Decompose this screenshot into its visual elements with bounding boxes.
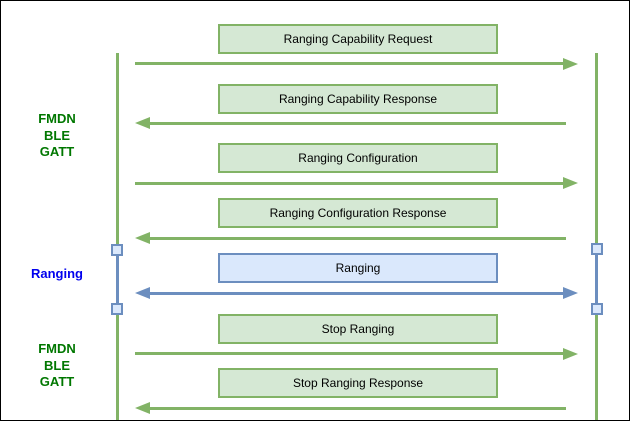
arrowhead-left-icon — [135, 402, 150, 414]
lifeline-left — [116, 53, 119, 420]
arrowhead-right-icon — [563, 287, 578, 299]
phase-label-line: GATT — [39, 374, 75, 389]
message-arrow — [135, 117, 578, 129]
arrowhead-left-icon — [135, 117, 150, 129]
lifeline-right — [595, 53, 598, 420]
phase-label-line: BLE — [44, 127, 70, 143]
ranging-activation-right — [595, 250, 598, 309]
arrow-line — [149, 121, 566, 125]
ranging-activation-left — [116, 250, 119, 309]
phase-label-ranging: Ranging — [11, 266, 103, 283]
anchor-handle — [111, 303, 123, 315]
message-arrow — [135, 347, 578, 360]
anchor-handle — [591, 303, 603, 315]
arrow-line — [135, 181, 564, 185]
message-box: Ranging Configuration Response — [218, 198, 498, 228]
arrow-line — [149, 236, 566, 240]
phase-label-line: FMDN — [38, 341, 76, 356]
arrow-line — [135, 352, 564, 355]
message-arrow — [135, 57, 578, 70]
message-arrow — [135, 177, 578, 189]
phase-label-line: Ranging — [31, 266, 83, 281]
message-box: Stop Ranging — [218, 314, 498, 344]
phase-label-line: BLE — [44, 357, 70, 373]
message-arrow — [135, 232, 578, 244]
message-box: Ranging Capability Request — [218, 24, 498, 54]
message-box: Ranging Capability Response — [218, 84, 498, 114]
phase-label-line: GATT — [39, 144, 75, 159]
arrowhead-left-icon — [135, 287, 150, 299]
arrowhead-right-icon — [563, 177, 578, 189]
arrowhead-right-icon — [563, 347, 578, 360]
phase-label-line: FMDN — [38, 111, 76, 126]
arrow-line — [149, 291, 564, 295]
arrow-line — [135, 62, 564, 65]
anchor-handle — [591, 243, 603, 255]
anchor-handle — [111, 244, 123, 256]
message-box: Ranging Configuration — [218, 143, 498, 173]
arrowhead-left-icon — [135, 232, 150, 244]
message-arrow — [135, 287, 578, 299]
message-arrow — [135, 402, 578, 414]
arrow-line — [149, 406, 566, 410]
arrowhead-right-icon — [563, 57, 578, 70]
message-box: Ranging — [218, 253, 498, 283]
message-box: Stop Ranging Response — [218, 368, 498, 398]
